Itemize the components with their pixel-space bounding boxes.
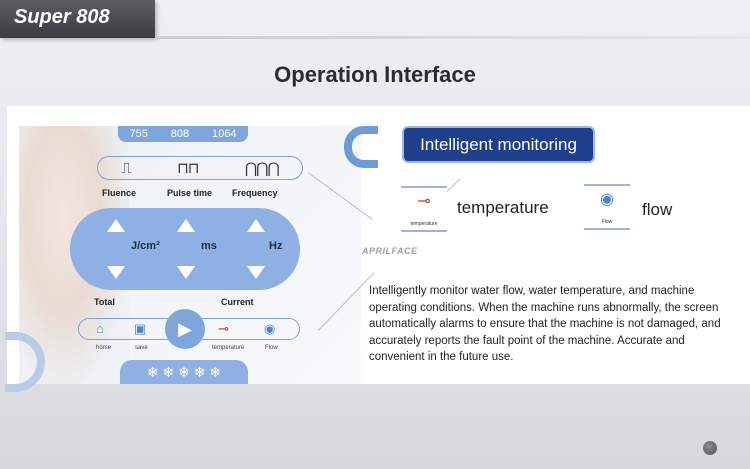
fluence-up-icon[interactable] [107, 219, 125, 232]
snowflake-icons: ❄ ❄ ❄ ❄ ❄ [146, 363, 222, 380]
temperature-nav-label: temperature [212, 345, 245, 351]
flow-nav-label: Flow [265, 345, 278, 351]
decor-arc-top-right [344, 126, 378, 168]
temperature-monitor-card: ⊸ temperature [401, 186, 447, 232]
fluence-down-icon[interactable] [107, 266, 125, 279]
brand-title: Super 808 [14, 6, 110, 28]
param-pulse-time-label: Pulse time [167, 188, 213, 198]
flow-label: flow [642, 200, 673, 219]
water-drop-icon: ◉ [600, 191, 614, 208]
save-nav-label: save [135, 345, 148, 351]
pulse-multi-icon[interactable]: ⋂⋂⋂ [244, 160, 280, 177]
water-drop-icon[interactable]: ◉ [264, 321, 276, 336]
play-button[interactable]: ▶ [165, 309, 205, 349]
wavelength-bar: 755 808 1064 [118, 126, 248, 142]
home-nav-label: home [96, 345, 112, 351]
brand-tab: Super 808 [0, 0, 155, 38]
frequency-up-icon[interactable] [247, 219, 265, 232]
temperature-card-caption: temperature [410, 221, 438, 227]
save-icon[interactable]: ▣ [134, 321, 147, 336]
intelligent-monitoring-button[interactable]: Intelligent monitoring [402, 126, 595, 163]
frequency-down-icon[interactable] [247, 266, 265, 279]
page-title: Operation Interface [274, 62, 476, 87]
thermometer-icon[interactable]: ⊸ [218, 321, 229, 336]
header-divider [155, 36, 750, 39]
param-frequency-label: Frequency [232, 188, 278, 198]
pulse-square-icon[interactable]: ⊓⊓ [177, 160, 199, 177]
total-label: Total [94, 297, 115, 307]
wavelength-1064[interactable]: 1064 [212, 128, 237, 140]
wavelength-808[interactable]: 808 [170, 128, 190, 140]
frequency-unit: Hz [269, 240, 283, 252]
cooling-bar: ❄ ❄ ❄ ❄ ❄ [120, 360, 248, 384]
wavelength-755[interactable]: 755 [129, 128, 148, 140]
param-fluence-label: Fluence [102, 188, 137, 198]
pulse-single-icon[interactable]: ⎍ [121, 159, 131, 177]
play-icon: ▶ [178, 318, 192, 339]
pulse-time-up-icon[interactable] [177, 219, 195, 232]
thermometer-icon: ⊸ [417, 193, 431, 210]
description-text: Intelligently monitor water flow, water … [369, 285, 721, 363]
flow-card-caption: Flow [601, 219, 613, 225]
current-label: Current [221, 297, 254, 307]
flow-monitor-card: ◉ Flow [584, 184, 630, 230]
fluence-unit: J/cm² [131, 240, 160, 252]
waveform-selector: ⎍ ⊓⊓ ⋂⋂⋂ [97, 156, 303, 180]
temperature-label: temperature [457, 198, 549, 217]
pulse-time-down-icon[interactable] [177, 266, 195, 279]
home-icon[interactable]: ⌂ [96, 321, 104, 336]
page-indicator-dot[interactable] [703, 441, 717, 455]
watermark: APRILFACE [362, 246, 418, 256]
pulse-time-unit: ms [201, 240, 217, 252]
decor-arc-bottom-left [5, 332, 45, 392]
